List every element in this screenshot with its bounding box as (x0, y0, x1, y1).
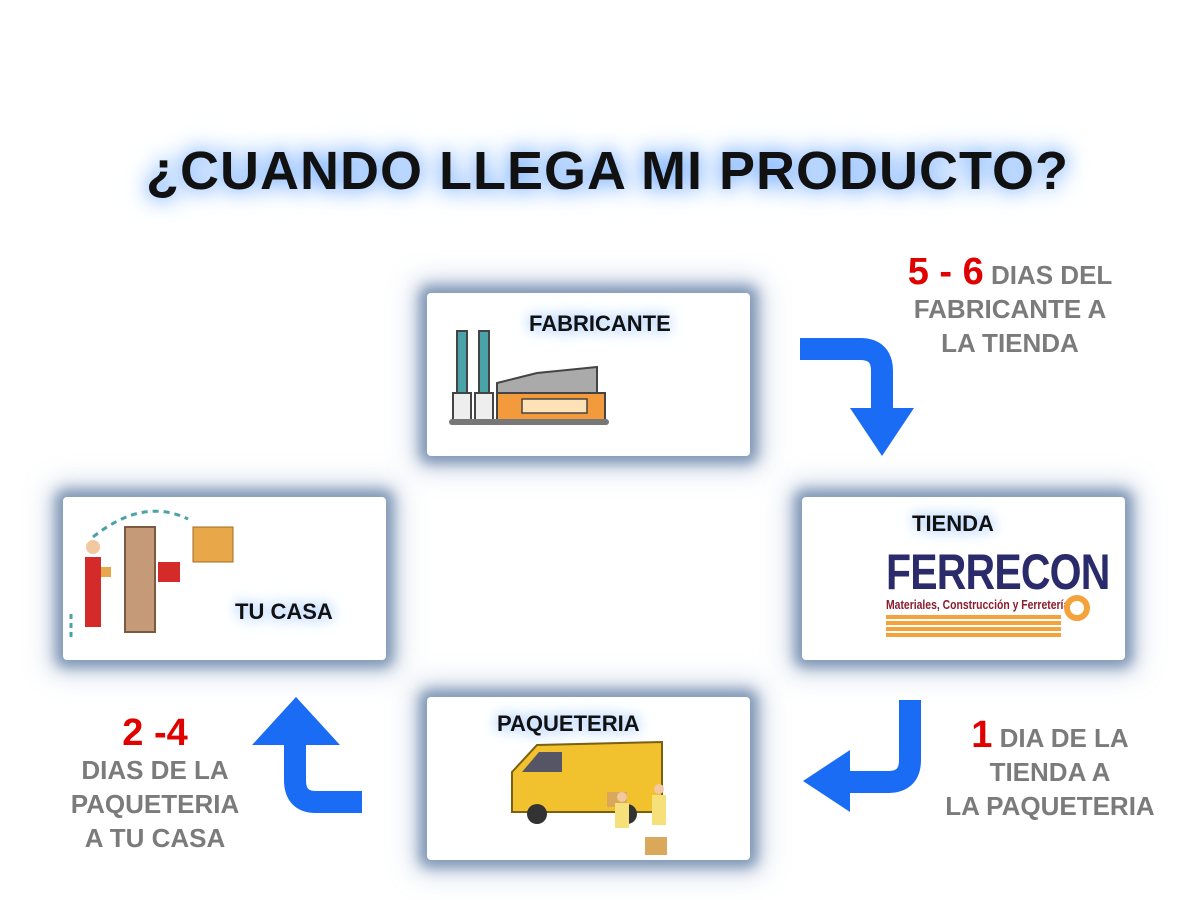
card-label: TIENDA (912, 511, 994, 536)
note-tienda-paqueteria: 1 DIA DE LA TIENDA A LA PAQUETERIA (945, 714, 1155, 821)
card-fabricante: FABRICANTE (427, 293, 750, 456)
delivery-door-icon (69, 509, 234, 637)
delivery-van-icon (511, 740, 667, 855)
arrowhead-icon (252, 697, 340, 745)
card-label: PAQUETERIA (497, 711, 640, 736)
note-fabricante-tienda: 5 - 6 DIAS DEL FABRICANTE A LA TIENDA (907, 251, 1113, 358)
bricks-icon (886, 615, 1061, 637)
arrow-tienda-to-paqueteria (848, 700, 921, 793)
arrowhead-icon (850, 408, 914, 456)
tape-icon (1064, 595, 1090, 621)
page-title: ¿CUANDO LLEGA MI PRODUCTO? (146, 141, 1069, 201)
card-label: TU CASA (235, 599, 333, 624)
card-paqueteria: PAQUETERIA (427, 697, 750, 860)
card-tienda: TIENDA FERRECON Materiales, Construcción… (802, 497, 1125, 660)
note-paqueteria-casa: 2 -4 DIAS DE LA PAQUETERIA A TU CASA (70, 712, 240, 853)
arrow-paqueteria-to-casa (284, 742, 362, 813)
factory-icon (449, 330, 609, 425)
card-label: FABRICANTE (529, 311, 671, 336)
arrowhead-icon (803, 750, 850, 812)
arrow-fabricante-to-tienda (800, 338, 893, 412)
card-tu-casa: TU CASA (63, 497, 386, 660)
ferrecon-logo: FERRECON Materiales, Construcción y Ferr… (886, 547, 1110, 637)
